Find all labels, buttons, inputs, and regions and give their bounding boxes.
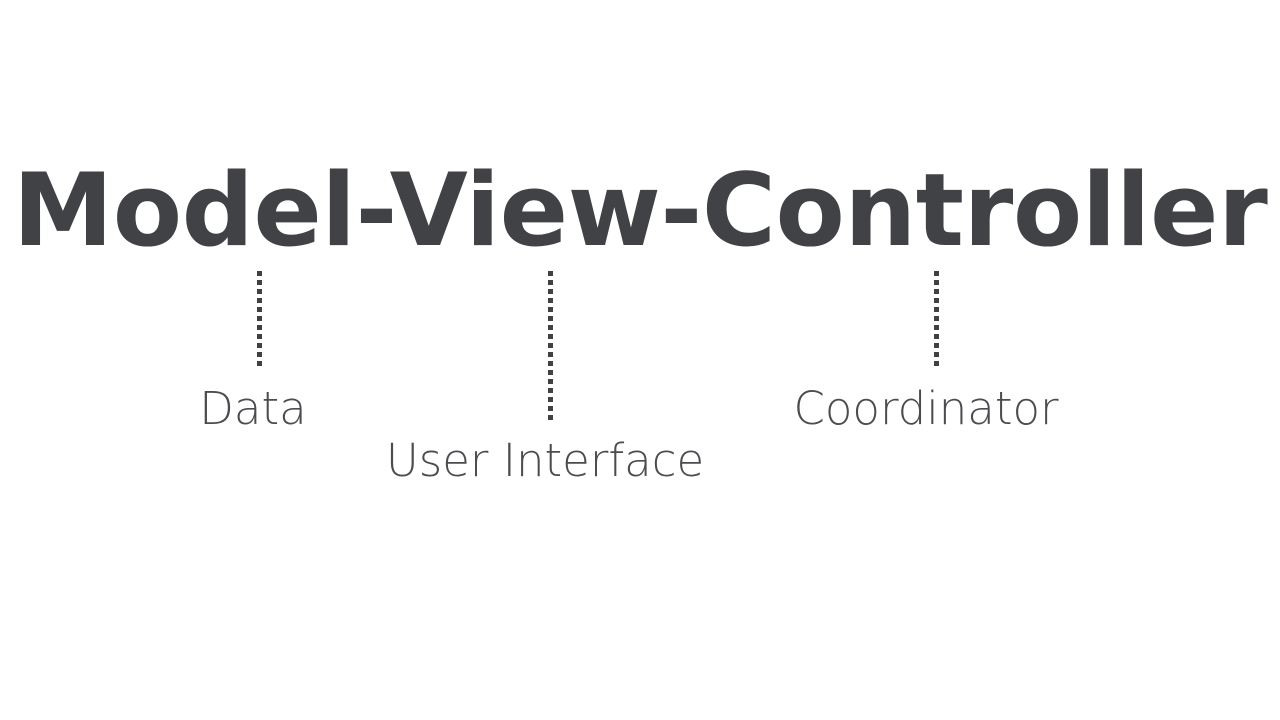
- connector-dot: [548, 298, 553, 303]
- connector-dot: [548, 388, 553, 393]
- connector-dot: [257, 271, 262, 276]
- connector-dot: [548, 325, 553, 330]
- connector-dot: [934, 334, 939, 339]
- connector-dot: [257, 298, 262, 303]
- connector-dot: [934, 352, 939, 357]
- label-model-data: Data: [199, 382, 307, 435]
- connector-dotted-line-view: [548, 271, 553, 420]
- connector-dot: [257, 280, 262, 285]
- connector-dot: [934, 325, 939, 330]
- connector-dot: [257, 289, 262, 294]
- connector-dot: [934, 361, 939, 366]
- connector-dot: [934, 271, 939, 276]
- connector-dot: [548, 352, 553, 357]
- label-controller-coordinator: Coordinator: [793, 382, 1059, 435]
- connector-dot: [548, 397, 553, 402]
- connector-dot: [548, 334, 553, 339]
- label-view-user-interface: User Interface: [385, 434, 705, 487]
- connector-dot: [548, 289, 553, 294]
- connector-dot: [934, 343, 939, 348]
- connector-dot: [934, 289, 939, 294]
- connector-dotted-line-model: [257, 271, 262, 366]
- connector-dot: [257, 316, 262, 321]
- connector-dot: [257, 325, 262, 330]
- connector-dot: [548, 343, 553, 348]
- connector-dot: [548, 379, 553, 384]
- connector-dot: [548, 307, 553, 312]
- connector-dot: [548, 370, 553, 375]
- connector-dot: [548, 361, 553, 366]
- connector-dot: [934, 307, 939, 312]
- connector-dot: [934, 298, 939, 303]
- connector-dotted-line-controller: [934, 271, 939, 366]
- connector-dot: [548, 316, 553, 321]
- connector-dot: [548, 271, 553, 276]
- connector-dot: [257, 343, 262, 348]
- connector-dot: [257, 361, 262, 366]
- connector-dot: [257, 307, 262, 312]
- connector-dot: [548, 280, 553, 285]
- connector-dot: [548, 415, 553, 420]
- connector-dot: [257, 334, 262, 339]
- page-title: Model-View-Controller: [12, 151, 1268, 269]
- connector-dot: [257, 352, 262, 357]
- connector-dot: [548, 406, 553, 411]
- connector-dot: [934, 316, 939, 321]
- connector-dot: [934, 280, 939, 285]
